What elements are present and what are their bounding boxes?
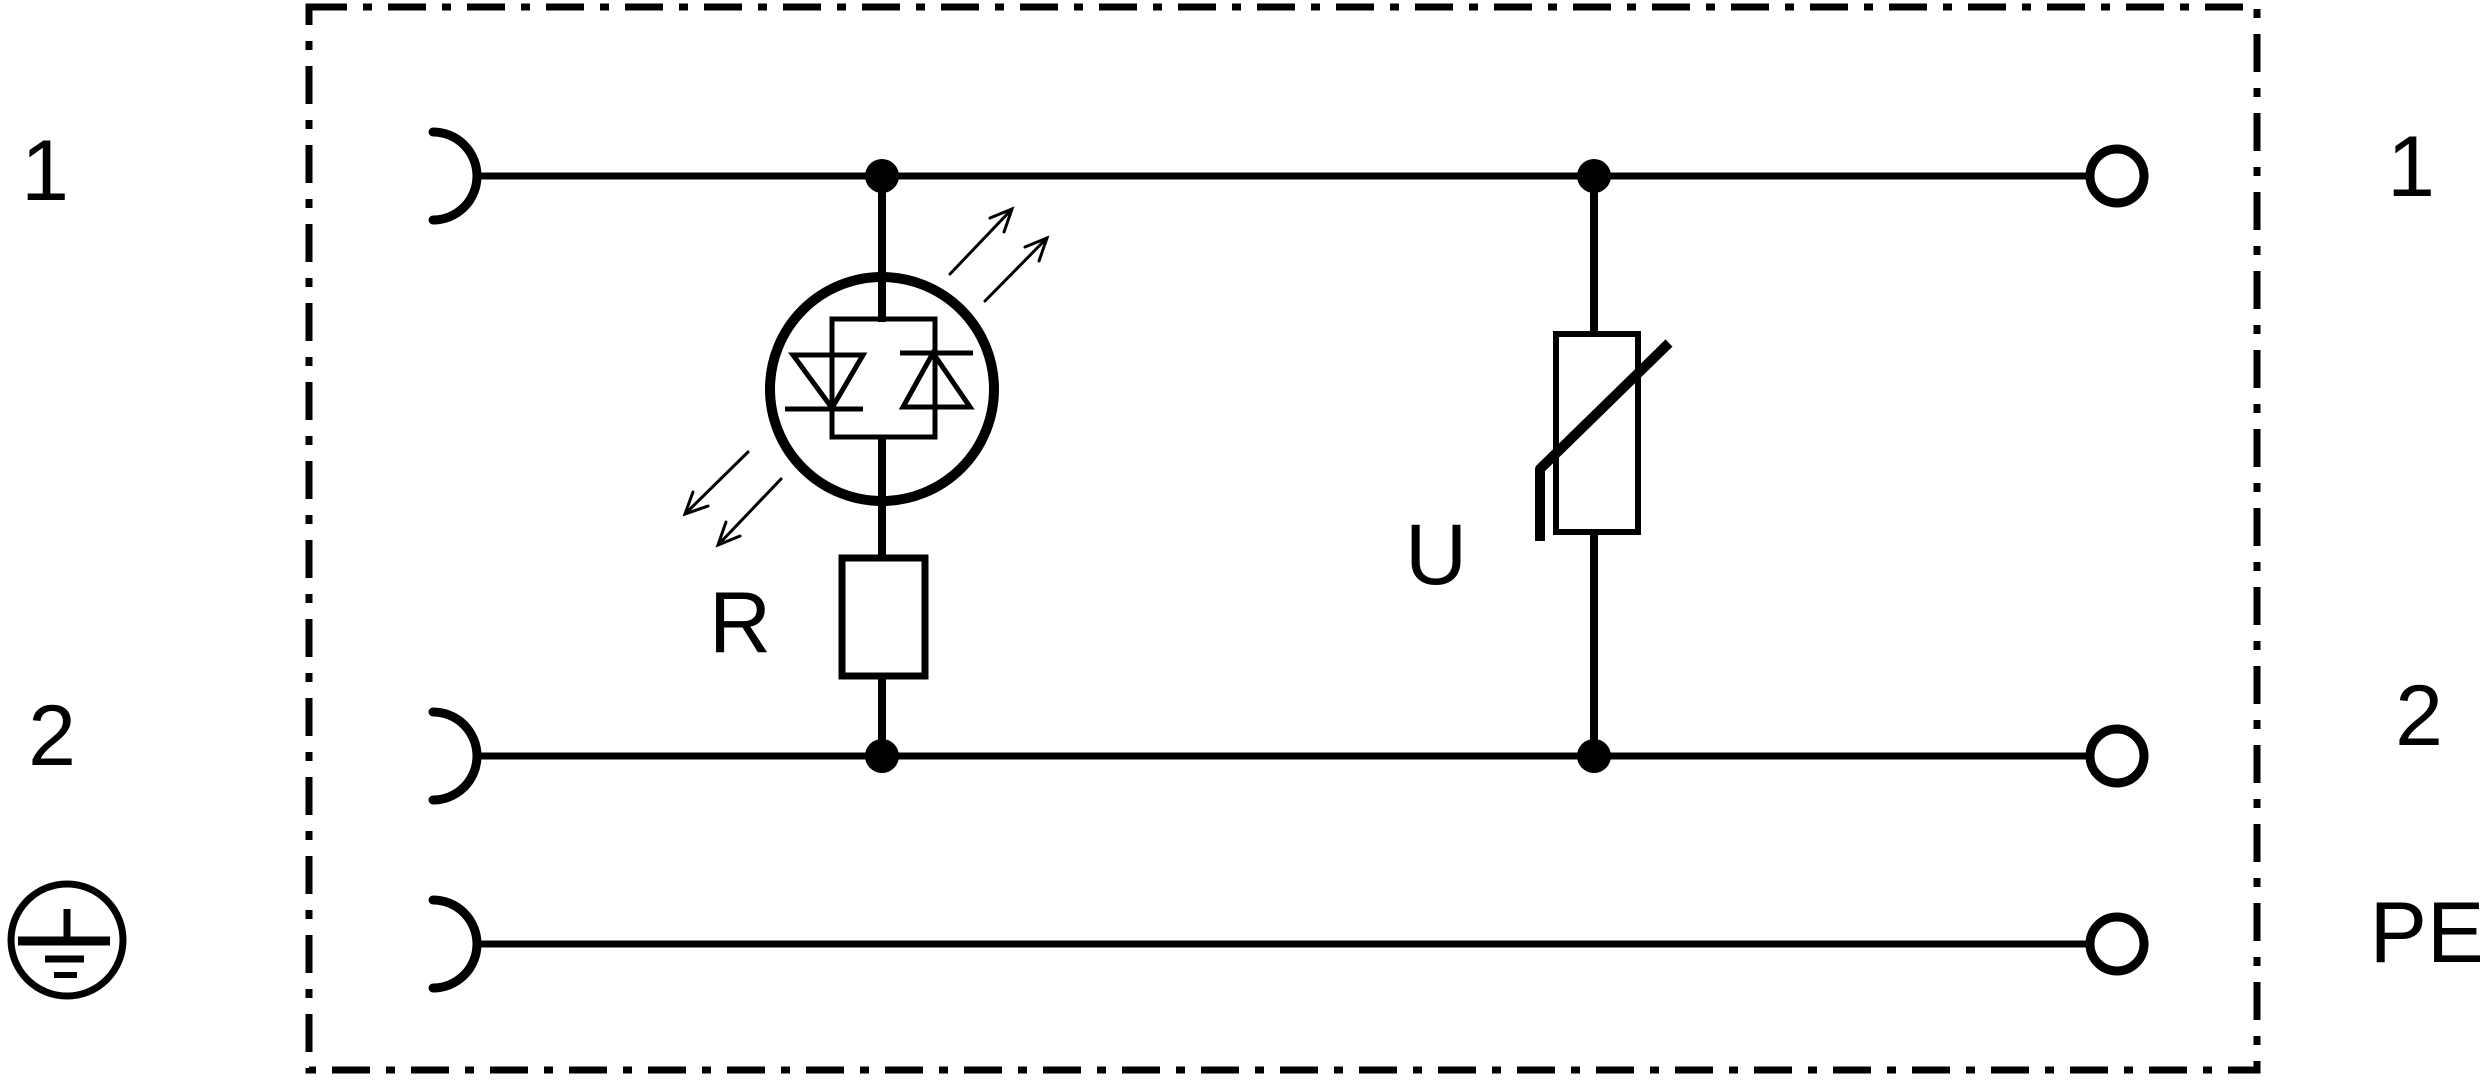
- right-terminal-pe-label: PE: [2370, 885, 2480, 981]
- right-terminal-1-label: 1: [2387, 119, 2435, 215]
- resistor-icon: [838, 554, 929, 680]
- pin-contact-icon-pe: [2085, 912, 2149, 976]
- varistor-label: U: [1405, 507, 1467, 603]
- light-emission-arrows-icon: [682, 206, 1050, 548]
- socket-contact-icon-1: [428, 127, 482, 225]
- varistor-icon: [1535, 331, 1673, 541]
- pin-contact-icon-2: [2085, 724, 2149, 788]
- resistor-label: R: [709, 575, 771, 671]
- led-resistor-branch: [682, 159, 1050, 773]
- protective-earth-icon: [7, 880, 127, 1000]
- socket-contact-icon-2: [428, 707, 482, 805]
- junction-dot: [865, 739, 899, 773]
- left-terminal-1-label: 1: [21, 123, 69, 219]
- enclosure-border: [305, 3, 2261, 1074]
- pin-contact-icon-1: [2085, 144, 2149, 208]
- junction-dot: [1577, 739, 1611, 773]
- varistor-branch: [1535, 159, 1673, 773]
- right-terminal-2-label: 2: [2395, 668, 2443, 764]
- left-terminal-2-label: 2: [28, 688, 76, 784]
- socket-contact-icon-pe: [428, 895, 482, 993]
